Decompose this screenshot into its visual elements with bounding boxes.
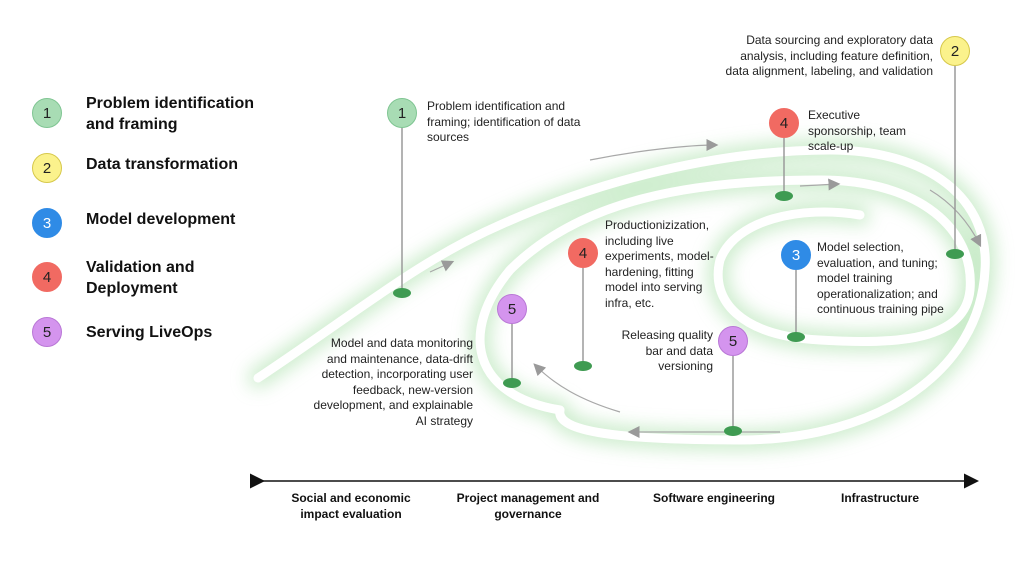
spiral-path <box>253 145 990 445</box>
marker-note-2: Data sourcing and exploratory data analy… <box>725 33 933 78</box>
anchor-dot-1 <box>393 288 411 298</box>
marker-badge-5a: 5 <box>497 294 527 324</box>
legend-label-3: Model development <box>86 211 236 228</box>
marker-badge-1: 1 <box>387 98 417 128</box>
marker-badge-4a: 4 <box>769 108 799 138</box>
anchor-dot-4b <box>574 361 592 371</box>
legend-item-4: 4 Validation and Deployment <box>32 259 194 297</box>
legend-label-2: Data transformation <box>86 156 239 173</box>
marker-note-4b: Productionizization, including live expe… <box>605 218 714 310</box>
marker-note-1: Problem identification and framing; iden… <box>427 99 581 144</box>
legend-label-5: Serving LiveOps <box>86 324 213 341</box>
marker-badge-2: 2 <box>940 36 970 66</box>
spiral-arrows <box>429 139 982 438</box>
legend-item-2: 2 Data transformation <box>32 153 238 183</box>
legend-item-3: 3 Model development <box>32 208 235 238</box>
legend-badge-1: 1 <box>32 98 62 128</box>
anchor-dot-4a <box>775 191 793 201</box>
axis-label-infrastructure: Infrastructure <box>840 491 920 505</box>
legend-item-5: 5 Serving LiveOps <box>32 317 212 347</box>
marker-badge-5b: 5 <box>718 326 748 356</box>
anchor-dot-3 <box>787 332 805 342</box>
legend-item-1: 1 Problem identification and framing <box>32 95 254 133</box>
marker-anchors <box>393 191 964 436</box>
axis-label-social-economic: Social and economic impact evaluation <box>291 491 411 521</box>
anchor-dot-5a <box>503 378 521 388</box>
axis-label-project-management: Project management and governance <box>456 491 600 521</box>
marker-note-5b: Releasing quality bar and data versionin… <box>621 328 713 373</box>
legend-label-1: Problem identification and framing <box>86 95 255 133</box>
legend-label-4: Validation and Deployment <box>86 259 195 297</box>
legend-badge-3: 3 <box>32 208 62 238</box>
legend-badge-5: 5 <box>32 317 62 347</box>
anchor-dot-2 <box>946 249 964 259</box>
marker-stems <box>401 66 956 431</box>
marker-note-3: Model selection, evaluation, and tuning;… <box>817 240 944 316</box>
marker-badge-3: 3 <box>781 240 811 270</box>
marker-note-5a: Model and data monitoring and maintenanc… <box>313 336 473 428</box>
legend-badge-2: 2 <box>32 153 62 183</box>
axis-label-software-engineering: Software engineering <box>652 491 776 505</box>
legend-badge-4: 4 <box>32 262 62 292</box>
marker-badge-4b: 4 <box>568 238 598 268</box>
anchor-dot-5b <box>724 426 742 436</box>
marker-note-4a: Executive sponsorship, team scale-up <box>808 108 907 153</box>
